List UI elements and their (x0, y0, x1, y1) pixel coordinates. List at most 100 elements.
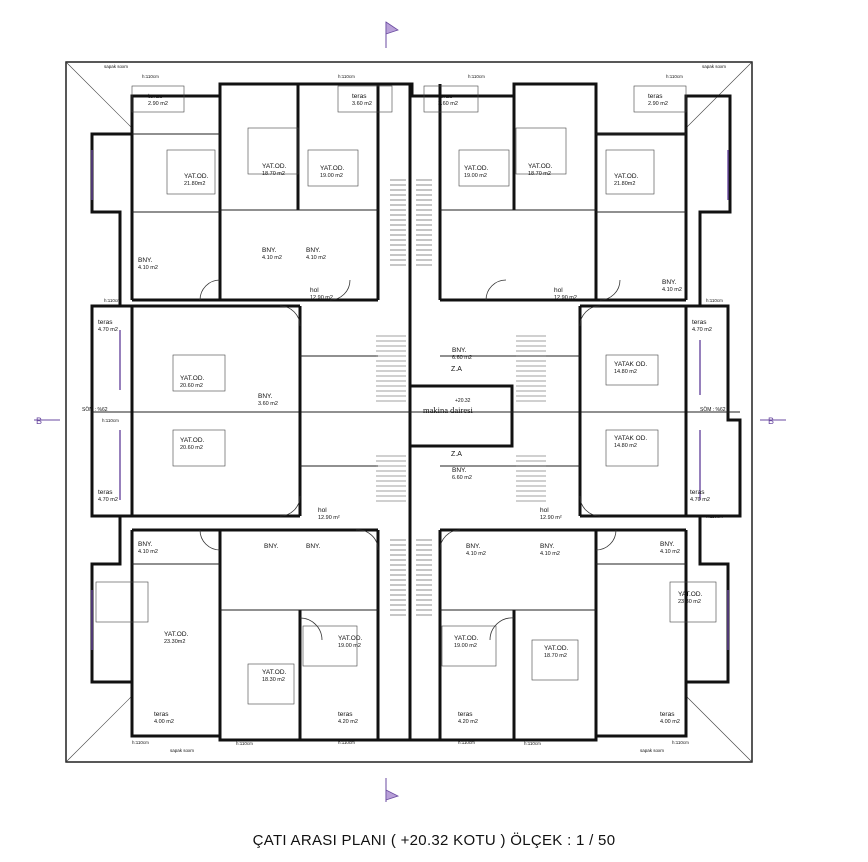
room-name: YAT.OD. (320, 165, 345, 172)
room-name: teras (352, 93, 367, 100)
sill-note: h:110cm (706, 298, 723, 303)
room-bny-n1: BNY.4.10 m2 (262, 247, 282, 261)
plan-frame (65, 61, 753, 763)
room-bny-c2: BNY.6.60 m2 (452, 467, 472, 481)
level-label-east: SÖM : %62 (700, 406, 726, 413)
room-area: 19.00 m2 (320, 173, 343, 179)
room-name: YAT.OD. (464, 165, 489, 172)
room-yatod-s4: YAT.OD.18.70 m2 (544, 645, 569, 659)
room-name: BNY. (452, 347, 467, 354)
room-name: teras (692, 319, 707, 326)
plan-caption: ÇATI ARASI PLANI ( +20.32 KOTU ) ÖLÇEK :… (252, 832, 616, 849)
room-name: BNY. (306, 247, 321, 254)
room-area: 4.10 m2 (306, 255, 326, 261)
room-name: BNY. (138, 541, 153, 548)
room-yatod-n4: YAT.OD.18.70 m2 (528, 163, 553, 177)
room-area: 4.00 m2 (660, 719, 680, 725)
room-name: BNY. (466, 543, 481, 550)
room-name: YAT.OD. (454, 635, 479, 642)
room-area: 20.60 m2 (180, 445, 203, 451)
room-name: teras (338, 711, 353, 718)
sill-note: h:110cm (468, 74, 485, 79)
room-name: hol (318, 507, 327, 514)
room-area: 4.10 m2 (662, 287, 682, 293)
room-yatak-e1: YATAK OD.14.80 m2 (614, 361, 647, 375)
room-name: hol (310, 287, 319, 294)
room-name: BNY. (306, 543, 321, 550)
room-name: BNY. (264, 543, 279, 550)
room-area: 4.20 m2 (338, 719, 358, 725)
room-area: 19.00 m2 (464, 173, 487, 179)
room-name: YAT.OD. (180, 375, 205, 382)
sill-note: h:110cm (524, 741, 541, 746)
room-area: 4.20 m2 (458, 719, 478, 725)
room-bny-s3: BNY.4.10 m2 (466, 543, 486, 557)
room-name: YAT.OD. (614, 173, 639, 180)
room-name: YATAK OD. (614, 435, 647, 442)
room-bny-se: BNY.4.10 m2 (660, 541, 680, 555)
room-name: teras (98, 489, 113, 496)
windows (91, 150, 729, 650)
room-bny-ne: BNY.4.10 m2 (662, 279, 682, 293)
room-name: BNY. (660, 541, 675, 548)
room-yatod-n1: YAT.OD.18.70 m2 (262, 163, 287, 177)
room-name: YAT.OD. (262, 163, 287, 170)
za-top-label: Z.A (451, 366, 462, 373)
tile-note: sapak soxm (640, 748, 664, 753)
room-bny-c1: BNY.6.60 m2 (452, 347, 472, 361)
room-area: 14.80 m2 (614, 443, 637, 449)
sill-note: h:110cm (666, 74, 683, 79)
room-name: BNY. (662, 279, 677, 286)
room-area: 4.10 m2 (660, 549, 680, 555)
room-yatod-nw: YAT.OD.21.80m2 (184, 173, 209, 187)
room-area: 2.90 m2 (148, 101, 168, 107)
room-area: 18.70 m2 (262, 171, 285, 177)
room-name: YATAK OD. (614, 361, 647, 368)
room-name: YAT.OD. (262, 669, 287, 676)
room-yatod-w2: YAT.OD.20.60 m2 (180, 437, 205, 451)
room-area: 6.60 m2 (452, 355, 472, 361)
room-yatod-w1: YAT.OD.20.60 m2 (180, 375, 205, 389)
room-area: 4.10 m2 (540, 551, 560, 557)
room-area: 18.30 m2 (262, 677, 285, 683)
room-area: 3.60 m2 (258, 401, 278, 407)
room-boxes (95, 85, 717, 705)
room-area: 4.70 m2 (692, 327, 712, 333)
sill-note: h:110cm (458, 740, 475, 745)
sill-note: h:110cm (338, 74, 355, 79)
section-axis: B B (34, 21, 786, 802)
room-area: 21.80m2 (184, 181, 205, 187)
room-name: BNY. (262, 247, 277, 254)
room-bny-s1: BNY. (264, 543, 279, 550)
room-area: 18.70 m2 (544, 653, 567, 659)
room-area: 4.00 m2 (154, 719, 174, 725)
sill-note: h:110cm (236, 741, 253, 746)
central-core (408, 384, 514, 448)
room-area: 4.70 m2 (98, 497, 118, 503)
room-name: BNY. (258, 393, 273, 400)
tile-note: sapak soxm (104, 64, 128, 69)
sill-note: h:110cm (338, 740, 355, 745)
room-area: 12.90 m² (540, 515, 562, 521)
room-area: 20.60 m2 (180, 383, 203, 389)
building-outline (90, 82, 742, 742)
interior-walls (120, 84, 740, 740)
room-name: teras (648, 93, 663, 100)
room-name: teras (458, 711, 473, 718)
room-name: teras (148, 93, 163, 100)
room-yatod-s3: YAT.OD.19.00 m2 (454, 635, 479, 649)
room-name: YAT.OD. (544, 645, 569, 652)
room-area: 12.90 m² (318, 515, 340, 521)
room-area: 19.00 m2 (454, 643, 477, 649)
section-mark-left: B (36, 416, 42, 426)
room-yatod-ne: YAT.OD.21.80m2 (614, 173, 639, 187)
room-yatod-s1: YAT.OD.18.30 m2 (262, 669, 287, 683)
